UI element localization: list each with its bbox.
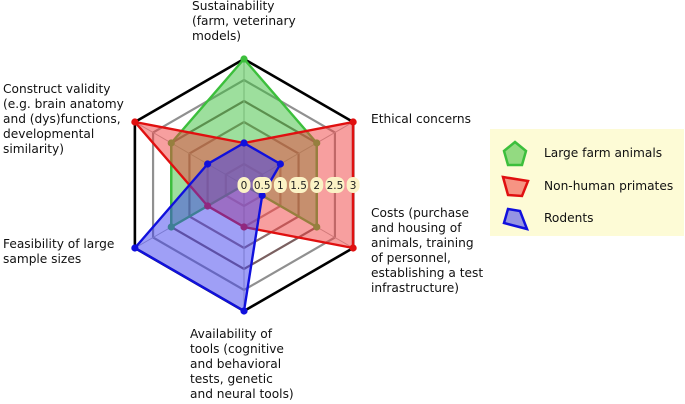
- scale-label: 2: [313, 180, 320, 192]
- legend: Large farm animals Non-human primates Ro…: [490, 129, 684, 236]
- scale-label-bg: [252, 177, 272, 193]
- scale-label: 3: [350, 180, 357, 192]
- quad-icon: [502, 207, 530, 231]
- data-point: [131, 244, 139, 252]
- scale-label-bg: [237, 177, 251, 193]
- scale-label: 0.5: [254, 180, 271, 192]
- quad-icon: [501, 175, 530, 198]
- data-point: [276, 160, 284, 168]
- scale-label-bg: [325, 177, 345, 193]
- axis-label-feasibility: Feasibility of large sample sizes: [3, 237, 115, 266]
- pentagon-icon: [502, 140, 528, 167]
- legend-item-non-human-primates: Non-human primates: [500, 171, 673, 201]
- scale-label: 1: [277, 180, 284, 192]
- legend-label: Non-human primates: [544, 179, 674, 193]
- axis-label-sustainability: Sustainability (farm, veterinary models): [192, 0, 296, 43]
- scale-label: 2.5: [327, 180, 344, 192]
- data-point: [240, 307, 248, 315]
- legend-label: Rodents: [544, 211, 594, 225]
- scale-label-bg: [310, 177, 324, 193]
- data-point: [131, 118, 139, 126]
- data-point: [240, 55, 248, 63]
- legend-label: Large farm animals: [544, 146, 663, 160]
- data-point: [258, 191, 266, 200]
- scale-label-bg: [289, 177, 309, 193]
- data-point: [349, 244, 357, 252]
- data-point: [204, 160, 212, 168]
- scale-label: 0: [241, 180, 248, 192]
- legend-item-large-farm-animals: Large farm animals: [500, 138, 662, 168]
- legend-item-rodents: Rodents: [500, 203, 593, 233]
- scale-label-bg: [273, 177, 287, 193]
- data-point: [349, 118, 357, 126]
- scale-label: 1.5: [290, 180, 307, 192]
- axis-label-costs: Costs (purchase and housing of animals, …: [371, 206, 484, 295]
- scale-labels: 0 0.5 1 1.5 2 2.5 3: [237, 177, 360, 193]
- axis-label-construct-validity: Construct validity (e.g. brain anatomy a…: [3, 82, 124, 156]
- scale-label-bg: [346, 177, 360, 193]
- axis-label-ethical-concerns: Ethical concerns: [371, 112, 471, 126]
- data-point: [240, 139, 248, 147]
- axis-label-availability: Availability of tools (cognitive and beh…: [190, 327, 294, 401]
